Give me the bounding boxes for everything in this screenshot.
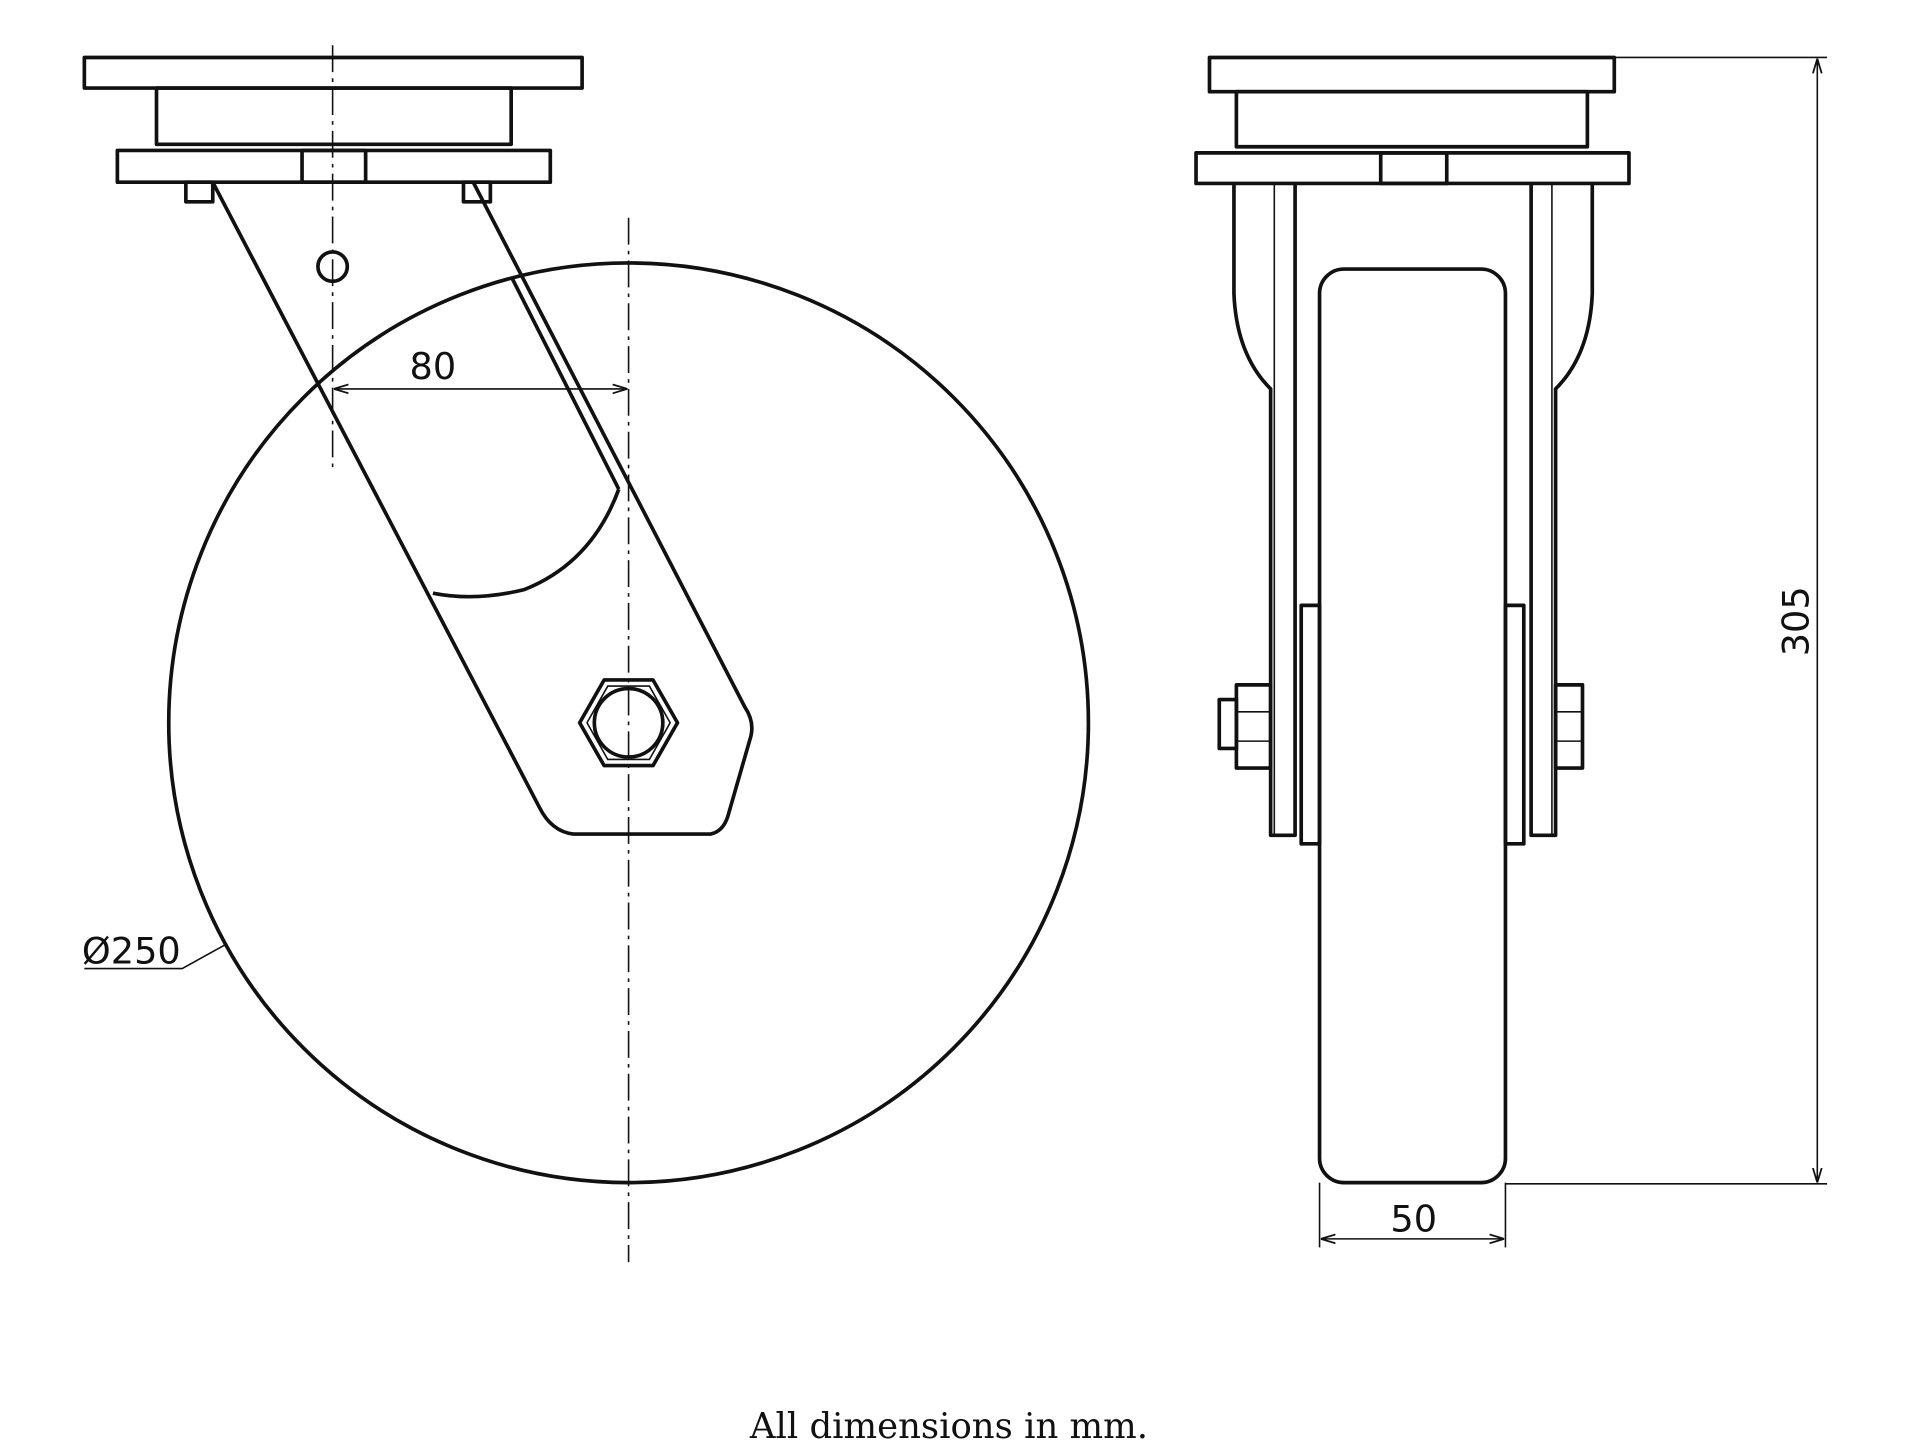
hub-right xyxy=(1503,603,1526,846)
caption: All dimensions in mm. xyxy=(749,1406,1148,1447)
width-dimension-label: 50 xyxy=(1390,1198,1437,1241)
wheel-hub-arc xyxy=(432,488,621,599)
offset-dimension-label: 80 xyxy=(410,345,457,388)
front-top-plate xyxy=(1194,55,1631,186)
height-dimension-label: 305 xyxy=(1775,586,1818,656)
fork-leg xyxy=(211,181,754,836)
diameter-dimension-label: Ø250 xyxy=(82,930,181,973)
front-view: 305 50 xyxy=(1194,55,1828,1248)
diameter-leader xyxy=(84,943,227,970)
fork-legs xyxy=(1232,183,1595,838)
wheel-tread xyxy=(1317,267,1508,1185)
axle-bolt xyxy=(1217,683,1585,770)
side-view: 80 Ø250 xyxy=(82,45,1091,1263)
hub-left xyxy=(1299,603,1322,846)
